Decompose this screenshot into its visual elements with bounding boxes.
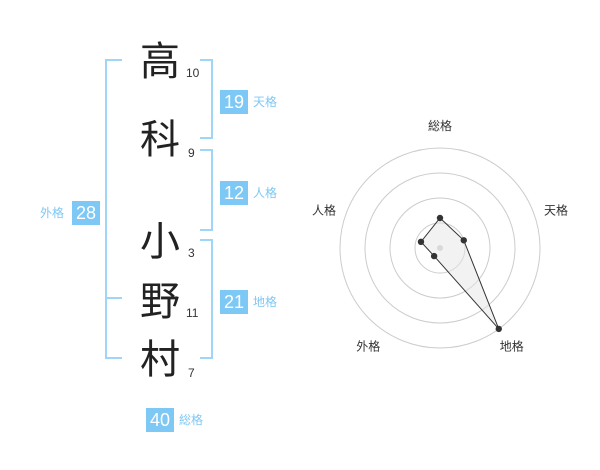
- tenkaku-bracket: [200, 59, 213, 139]
- radar-grid-ring-3: [364, 172, 516, 324]
- gaikaku-value: 28: [72, 201, 100, 225]
- jinkaku-label: 人格: [253, 186, 278, 200]
- radar-point-3: [495, 325, 502, 333]
- radar-axis-label-1: 総格: [428, 118, 452, 133]
- tenkaku-label: 天格: [253, 95, 278, 109]
- soukaku-label: 総格: [179, 413, 204, 427]
- name-char-4: 野: [140, 279, 180, 325]
- radar-series-fill: [420, 218, 499, 329]
- chikaku-value: 21: [220, 290, 248, 314]
- jinkaku-bracket: [200, 149, 213, 231]
- stroke-count-2: 9: [188, 146, 195, 160]
- soukaku-value: 40: [146, 408, 174, 432]
- tenkaku-value: 19: [220, 90, 248, 114]
- radar-series-polygon: [420, 217, 500, 330]
- jinkaku-value: 12: [220, 181, 248, 205]
- radar-point-2: [460, 237, 467, 244]
- radar-point-1: [436, 214, 444, 222]
- radar-grid: [339, 147, 541, 349]
- chikaku-bracket: [200, 239, 213, 359]
- stroke-count-4: 11: [186, 306, 199, 320]
- radar-axis-label-2: 天格: [544, 202, 568, 217]
- stroke-count-1: 10: [186, 66, 200, 80]
- radar-point-5: [417, 238, 425, 246]
- radar-axis-label-5: 人格: [312, 202, 336, 217]
- chikaku-label: 地格: [253, 295, 278, 309]
- gaikaku-label: 外格: [40, 206, 65, 220]
- gaikaku-bracket: [105, 59, 122, 359]
- radar-point-4: [430, 252, 438, 260]
- name-char-1: 高: [140, 39, 180, 85]
- radar-grid-ring-4: [339, 147, 541, 349]
- stroke-count-5: 7: [188, 366, 195, 380]
- name-char-2: 科: [140, 117, 180, 163]
- name-char-3: 小: [140, 219, 180, 265]
- radar-points: [417, 214, 502, 333]
- radar-grid-ring-2: [389, 197, 491, 299]
- radar-axis-label-3: 地格: [500, 339, 524, 354]
- radar-axis-label-4: 外格: [356, 339, 380, 354]
- name-char-5: 村: [140, 337, 180, 383]
- stroke-count-3: 3: [188, 246, 195, 260]
